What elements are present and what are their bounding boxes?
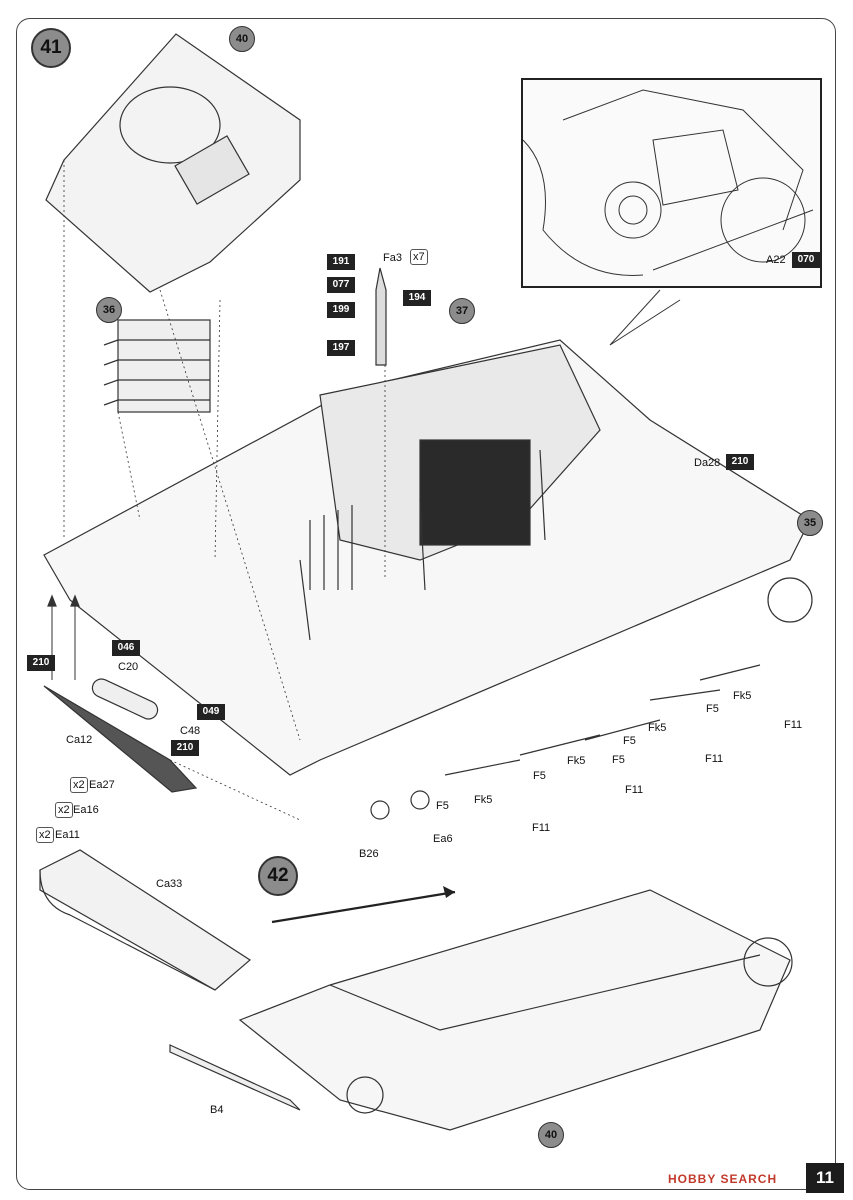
page-number: 11 [806, 1163, 844, 1193]
label-b26: B26 [359, 848, 379, 860]
shell-round [375, 267, 387, 366]
label-b4: B4 [210, 1104, 224, 1116]
inset-drawing [523, 89, 814, 276]
part-070: 070 [792, 252, 820, 268]
part-210-c48: 210 [171, 740, 199, 756]
detail-inset [521, 78, 822, 288]
direction-arrow [271, 890, 456, 924]
part-197: 197 [327, 340, 355, 356]
ammo-rack [103, 319, 211, 413]
qty-ea11: x2 [36, 827, 54, 843]
label-f5-3: F5 [533, 770, 546, 782]
label-f5-5: F5 [612, 754, 625, 766]
part-191: 191 [327, 254, 355, 270]
part-194: 194 [403, 290, 431, 306]
ref-35: 35 [797, 510, 823, 536]
label-fk5-3: Fk5 [567, 755, 586, 767]
label-fk5-2: Fk5 [648, 722, 667, 734]
watermark: HOBBY SEARCH [668, 1172, 778, 1186]
label-f5-4: F5 [436, 800, 449, 812]
hull-assembled [238, 889, 791, 1131]
label-da28: Da28 [694, 457, 721, 469]
label-c48: C48 [180, 725, 201, 737]
page-frame [16, 18, 836, 1190]
part-046: 046 [112, 640, 140, 656]
label-ca12: Ca12 [66, 734, 93, 746]
part-199: 199 [327, 302, 355, 318]
qty-fa3: x7 [410, 249, 428, 265]
ref-37: 37 [449, 298, 475, 324]
ref-36: 36 [96, 297, 122, 323]
cylinder-c20 [91, 678, 159, 720]
label-ea27: Ea27 [89, 779, 115, 791]
label-f5-1: F5 [706, 703, 719, 715]
label-f11-3: F11 [625, 784, 644, 796]
ref-40-bottom: 40 [538, 1122, 564, 1148]
label-f11-2: F11 [705, 753, 724, 765]
label-fk5-1: Fk5 [733, 690, 752, 702]
part-210-ca12: 210 [27, 655, 55, 671]
label-fk5-4: Fk5 [474, 794, 493, 806]
qty-ea16: x2 [55, 802, 73, 818]
step-42-badge: 42 [258, 856, 298, 896]
label-ea11: Ea11 [55, 829, 80, 841]
part-077: 077 [327, 277, 355, 293]
label-a22: A22 [766, 254, 786, 266]
label-f5-2: F5 [623, 735, 636, 747]
plate-ca12 [43, 685, 198, 793]
ref-40-top: 40 [229, 26, 255, 52]
label-c20: C20 [118, 661, 139, 673]
suspension-arms [370, 577, 813, 820]
label-ea16: Ea16 [73, 804, 99, 816]
step-41-badge: 41 [31, 28, 71, 68]
label-ca33: Ca33 [156, 878, 183, 890]
qty-ea27: x2 [70, 777, 88, 793]
label-ea6: Ea6 [433, 833, 453, 845]
label-fa3: Fa3 [383, 252, 402, 264]
fender-ca33 [39, 849, 252, 991]
part-049: 049 [197, 704, 225, 720]
label-f11-1: F11 [784, 719, 803, 731]
label-f11-4: F11 [532, 822, 551, 834]
part-210-da28: 210 [726, 454, 754, 470]
